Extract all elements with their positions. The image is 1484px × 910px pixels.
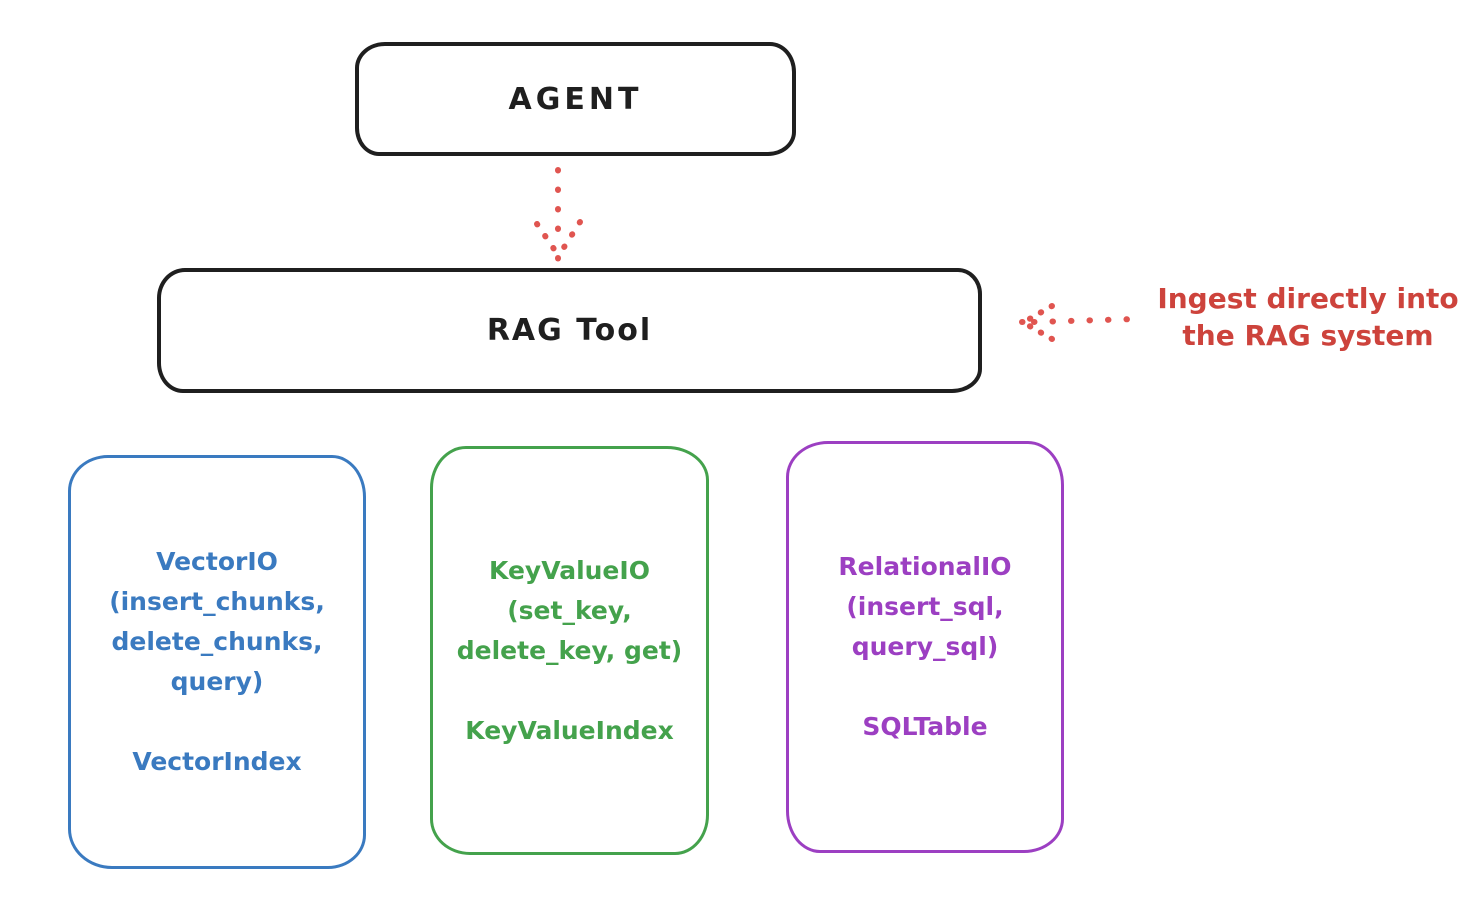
ingest-annotation-line-1: Ingest directly into	[1157, 282, 1459, 315]
rag-tool-node-label: RAG Tool	[486, 313, 653, 348]
keyvalue-io-content: KeyValueIO (set_key, delete_key, get) Ke…	[433, 449, 706, 852]
vector-index-label: VectorIndex	[132, 747, 302, 776]
vector-io-line-1: VectorIO	[156, 547, 278, 576]
relational-io-line-1: RelationalIO	[838, 552, 1012, 581]
relational-io-signature: RelationalIO (insert_sql, query_sql)	[838, 547, 1011, 667]
vector-io-line-3: delete_chunks,	[111, 627, 323, 656]
rag-tool-node: RAG Tool	[157, 268, 982, 393]
ingest-annotation: Ingest directly into the RAG system	[1140, 280, 1476, 354]
agent-node: AGENT	[355, 42, 796, 156]
vector-io-line-2: (insert_chunks,	[109, 587, 325, 616]
agent-to-rag-arrow	[534, 167, 583, 262]
vector-io-signature: VectorIO (insert_chunks, delete_chunks, …	[109, 542, 325, 702]
relational-io-content: RelationalIO (insert_sql, query_sql) SQL…	[789, 444, 1061, 850]
keyvalue-io-line-3: delete_key, get)	[456, 635, 683, 665]
keyvalue-io-line-2: (set_key,	[507, 595, 632, 625]
vector-io-node: VectorIO (insert_chunks, delete_chunks, …	[68, 455, 366, 869]
keyvalue-io-node: KeyValueIO (set_key, delete_key, get) Ke…	[430, 446, 709, 855]
vector-io-content: VectorIO (insert_chunks, delete_chunks, …	[71, 458, 363, 866]
ingest-arrow	[1019, 303, 1139, 342]
keyvalue-io-line-1: KeyValueIO	[489, 555, 650, 585]
keyvalue-index-label: KeyValueIndex	[465, 715, 674, 745]
agent-node-label: AGENT	[508, 81, 643, 117]
ingest-annotation-line-2: the RAG system	[1182, 319, 1434, 352]
sql-table-label: SQLTable	[862, 712, 988, 741]
relational-io-line-2: (insert_sql,	[846, 592, 1004, 621]
relational-io-node: RelationalIO (insert_sql, query_sql) SQL…	[786, 441, 1064, 853]
keyvalue-io-signature: KeyValueIO (set_key, delete_key, get)	[457, 551, 682, 671]
vector-io-line-4: query)	[170, 667, 264, 696]
relational-io-line-3: query_sql)	[851, 632, 999, 661]
